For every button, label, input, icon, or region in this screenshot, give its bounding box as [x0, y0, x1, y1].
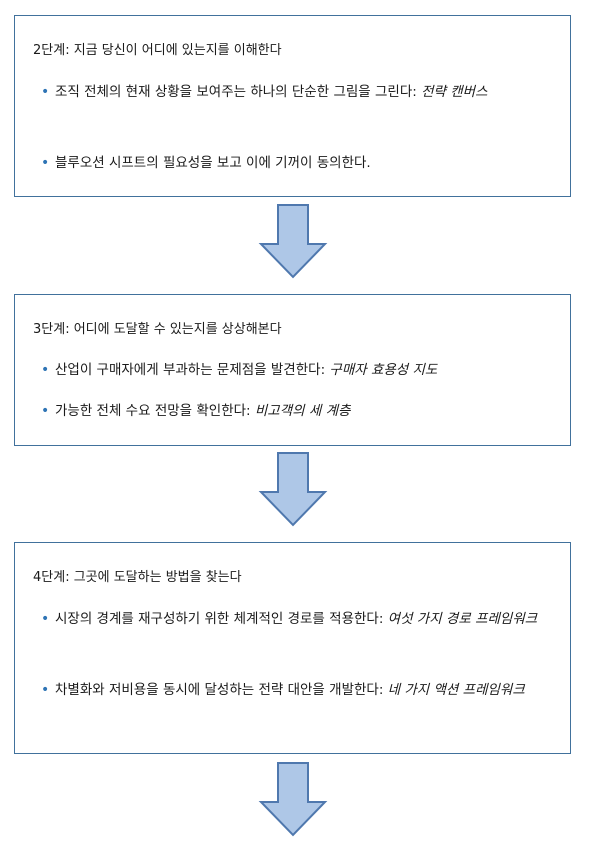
bullet-icon: •: [41, 403, 50, 419]
tool-name: 구매자 효용성 지도: [329, 362, 438, 378]
tool-name: 비고객의 세 계층: [254, 403, 351, 419]
tool-name: 전략 캔버스: [421, 84, 488, 100]
tool-name: 네 가지 액션 프레임워크: [387, 682, 525, 698]
bullet-text: 가능한 전체 수요 전망을 확인한다:: [55, 403, 255, 419]
down-arrow-icon: [258, 204, 328, 279]
bullet-icon: •: [41, 682, 50, 698]
list-item: • 차별화와 저비용을 동시에 달성하는 전략 대안을 개발한다: 네 가지 액…: [41, 676, 547, 705]
bullet-text: 차별화와 저비용을 동시에 달성하는 전략 대안을 개발한다:: [55, 682, 388, 698]
step-title: 3단계: 어디에 도달할 수 있는지를 상상해본다: [33, 322, 282, 337]
bullet-text: 시장의 경계를 재구성하기 위한 체계적인 경로를 적용한다:: [55, 611, 388, 627]
down-arrow-icon: [258, 762, 328, 837]
bullet-text: 블루오션 시프트의 필요성을 보고 이에 기꺼이 동의한다.: [55, 155, 371, 171]
bullet-icon: •: [41, 611, 50, 627]
bullet-icon: •: [41, 84, 50, 100]
list-item: • 시장의 경계를 재구성하기 위한 체계적인 경로를 적용한다: 여섯 가지 …: [41, 605, 547, 634]
tool-name: 여섯 가지 경로 프레임워크: [387, 611, 538, 627]
step-title: 2단계: 지금 당신이 어디에 있는지를 이해한다: [33, 43, 282, 58]
list-item: • 블루오션 시프트의 필요성을 보고 이에 기꺼이 동의한다.: [41, 149, 547, 178]
bullet-text: 산업이 구매자에게 부과하는 문제점을 발견한다:: [55, 362, 330, 378]
step-box-3: 3단계: 어디에 도달할 수 있는지를 상상해본다 • 산업이 구매자에게 부과…: [14, 294, 571, 446]
bullet-text: 조직 전체의 현재 상황을 보여주는 하나의 단순한 그림을 그린다:: [55, 84, 422, 100]
step-box-2: 2단계: 지금 당신이 어디에 있는지를 이해한다 • 조직 전체의 현재 상황…: [14, 15, 571, 197]
list-item: • 조직 전체의 현재 상황을 보여주는 하나의 단순한 그림을 그린다: 전략…: [41, 78, 547, 107]
step-box-4: 4단계: 그곳에 도달하는 방법을 찾는다 • 시장의 경계를 재구성하기 위한…: [14, 542, 571, 754]
list-item: • 산업이 구매자에게 부과하는 문제점을 발견한다: 구매자 효용성 지도: [41, 356, 547, 385]
list-item: • 가능한 전체 수요 전망을 확인한다: 비고객의 세 계층: [41, 397, 547, 426]
down-arrow-icon: [258, 452, 328, 527]
bullet-icon: •: [41, 155, 50, 171]
step-title: 4단계: 그곳에 도달하는 방법을 찾는다: [33, 570, 242, 585]
bullet-icon: •: [41, 362, 50, 378]
